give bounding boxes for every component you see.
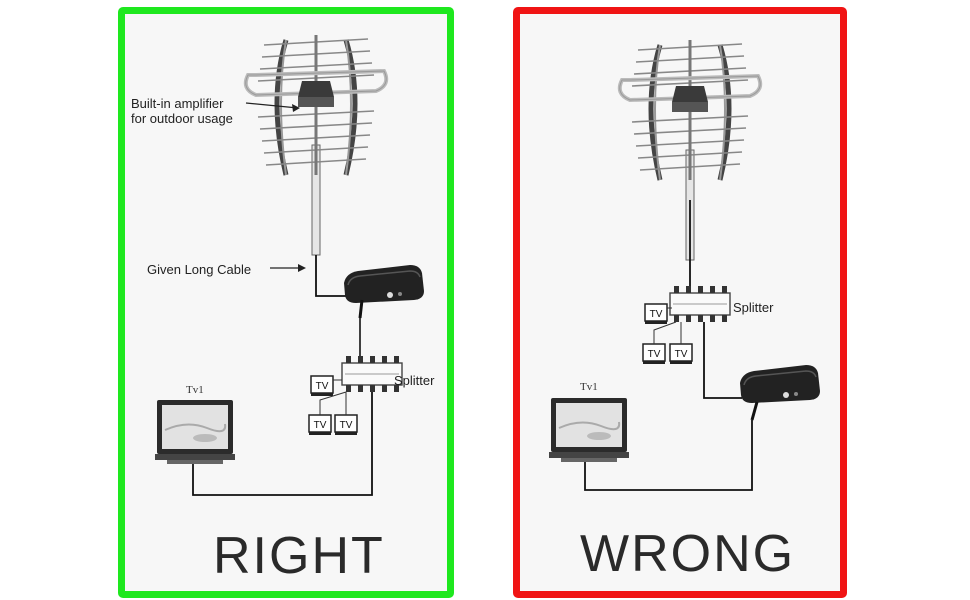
right-tv-cable [192, 392, 373, 496]
right-splitter [341, 355, 403, 393]
wrong-tv-cable [584, 420, 753, 491]
amplifier-label-line2: for outdoor usage [131, 111, 233, 126]
right-main-tv [154, 399, 236, 465]
right-tv-box-label-3: TV [340, 420, 353, 431]
right-tv1-label: Tv1 [186, 384, 204, 396]
right-tv-box-label-2: TV [314, 420, 327, 431]
wrong-tv-box-label-2: TV [648, 349, 661, 360]
right-antenna-cable [315, 255, 346, 297]
wrong-splitter [669, 285, 731, 323]
right-antenna [246, 35, 386, 255]
right-splitter-label: Splitter [394, 373, 435, 388]
wrong-main-tv [548, 397, 630, 463]
wrong-tv-box-label-3: TV [675, 349, 688, 360]
wrong-splitter-label: Splitter [733, 300, 774, 315]
wrong-splitter-cable [703, 322, 742, 399]
amplifier-label-line1: Built-in amplifier [131, 96, 224, 111]
right-amplifier-box [343, 264, 425, 304]
right-tv-box-label-1: TV [316, 381, 329, 392]
right-connector [358, 299, 364, 319]
right-amplifier-arrow [245, 102, 299, 109]
wrong-tv1-label: Tv1 [580, 381, 598, 393]
cable-label: Given Long Cable [147, 262, 252, 277]
right-verdict: RIGHT [213, 527, 385, 585]
wrong-verdict: WRONG [580, 525, 796, 583]
wrong-amplifier-box [739, 364, 821, 404]
wrong-tv-box-label-1: TV [650, 309, 663, 320]
wrong-connector [750, 401, 759, 421]
